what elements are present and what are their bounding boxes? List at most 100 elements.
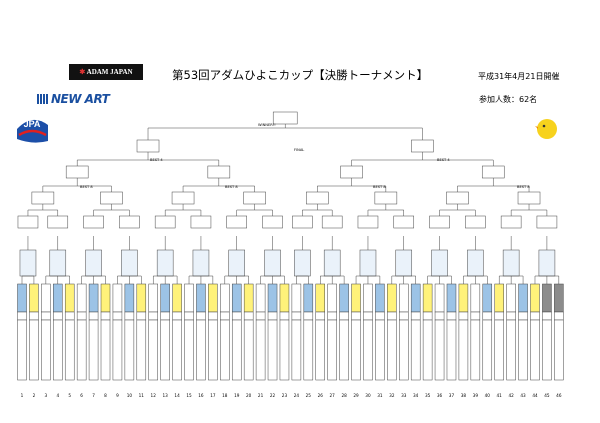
entry-team-cell [243, 319, 254, 381]
entry-name-cell [243, 283, 254, 313]
entry-name-cell [446, 283, 457, 313]
entry-team-cell [291, 319, 302, 381]
entry-name-cell [530, 283, 540, 313]
entry-score-cell [160, 311, 170, 321]
entry-score-cell [17, 311, 27, 321]
entry-team-cell [267, 319, 278, 381]
entry-score-cell [148, 311, 158, 321]
entry-team-cell [351, 319, 361, 381]
entry-team-cell [494, 319, 504, 381]
round1-match-box [359, 249, 377, 277]
entry-number: 35 [424, 393, 431, 398]
entry-number: 30 [365, 393, 371, 398]
entry-number: 10 [126, 393, 133, 398]
new-art-logo-text: NEW ART [51, 92, 110, 106]
entry-number: 25 [305, 393, 311, 398]
entry-score-cell [518, 311, 528, 321]
entry-number: 38 [460, 393, 467, 398]
entry-team-cell [100, 319, 111, 381]
entry-number: 22 [269, 393, 276, 398]
entry-team-cell [172, 319, 182, 381]
entry-team-cell [387, 319, 397, 381]
entry-score-cell [64, 311, 75, 321]
entry-name-cell [64, 283, 75, 313]
entry-number: 39 [472, 393, 478, 398]
best8-box [306, 191, 329, 205]
entry-number: 40 [484, 393, 490, 398]
entry-score-cell [530, 311, 540, 321]
entry-number: 5 [68, 393, 72, 398]
entry-name-cell [470, 283, 481, 313]
entry-score-cell [267, 311, 278, 321]
round1-match-box [431, 249, 448, 277]
entry-score-cell [399, 311, 409, 321]
new-art-bars-icon [37, 94, 49, 104]
entry-score-cell [112, 311, 123, 321]
entry-team-cell [124, 319, 135, 381]
entry-number: 45 [544, 393, 550, 398]
entry-number: 32 [389, 393, 395, 398]
entry-team-cell [148, 319, 158, 381]
entry-number: 31 [377, 393, 383, 398]
best4-label-left: BEST 4 [150, 158, 163, 162]
entry-number: 23 [281, 393, 288, 398]
entry-score-cell [76, 311, 87, 321]
entry-team-cell [112, 319, 123, 381]
entry-team-cell [422, 319, 433, 381]
entry-number: 36 [436, 393, 443, 398]
entry-name-cell [506, 283, 516, 313]
best8-label-1: BEST 8 [80, 185, 93, 189]
best8-box [374, 191, 398, 205]
entry-team-cell [53, 319, 63, 381]
entry-number: 26 [317, 393, 323, 398]
entry-score-cell [470, 311, 481, 321]
entry-team-cell [446, 319, 457, 381]
entry-name-cell [422, 283, 433, 313]
entry-team-cell [17, 319, 27, 381]
entry-score-cell [184, 311, 194, 321]
entry-number: 34 [413, 393, 419, 398]
round1-match-box [121, 249, 138, 277]
entry-team-cell [76, 319, 87, 381]
page-title: 第53回アダムひよこカップ【決勝トーナメント】 [172, 68, 429, 82]
entry-name-cell [303, 283, 314, 313]
entry-name-cell [279, 283, 290, 313]
round2-box [321, 215, 343, 229]
entry-team-cell [470, 319, 481, 381]
round2-box [357, 215, 379, 229]
entry-name-cell [410, 283, 421, 313]
round1-match-box [264, 249, 281, 277]
entry-score-cell [291, 311, 302, 321]
entry-number: 27 [329, 393, 335, 398]
round1-match-box [502, 249, 520, 277]
round2-box [262, 215, 283, 229]
entry-number: 9 [116, 393, 119, 398]
round2-box [429, 215, 450, 229]
entry-name-cell [88, 283, 99, 313]
entry-number: 41 [496, 393, 502, 398]
semi-box [411, 139, 434, 153]
entry-score-cell [410, 311, 421, 321]
entry-name-cell [315, 283, 325, 313]
round1-match-box [323, 249, 341, 277]
entry-number: 18 [222, 393, 228, 398]
entry-number: 6 [80, 393, 83, 398]
entry-name-cell [76, 283, 87, 313]
entry-team-cell [231, 319, 242, 381]
round2-box [47, 215, 69, 229]
entry-score-cell [208, 311, 218, 321]
entry-name-cell [351, 283, 361, 313]
entry-number: 12 [150, 393, 156, 398]
entry-score-cell [351, 311, 361, 321]
round1-match-box [49, 249, 67, 277]
round1-match-box [192, 249, 210, 277]
entry-name-cell [267, 283, 278, 313]
entry-name-cell [291, 283, 302, 313]
chick-icon [535, 119, 557, 139]
entry-number: 13 [162, 393, 168, 398]
entry-score-cell [303, 311, 314, 321]
entry-score-cell [542, 311, 552, 321]
entry-team-cell [482, 319, 493, 381]
entry-score-cell [446, 311, 457, 321]
